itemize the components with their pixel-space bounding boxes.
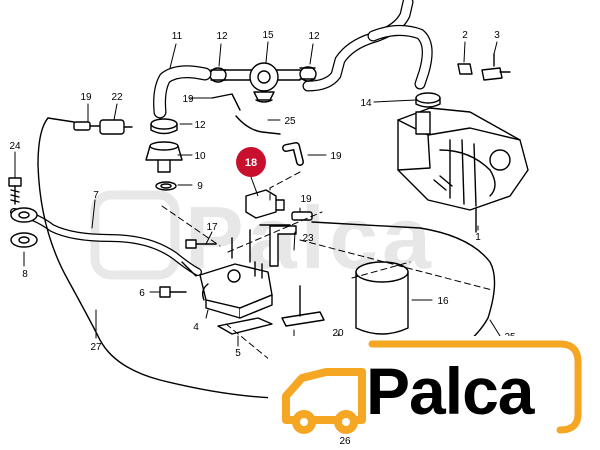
label-part-10: 10 (194, 151, 206, 162)
part-bolt-6 (159, 286, 187, 298)
label-part-17: 17 (206, 222, 218, 233)
label-part-11: 11 (172, 31, 183, 42)
label-part-25-top: 25 (284, 116, 296, 127)
label-part-12-left: 12 (194, 120, 206, 131)
part-sensor-3 (481, 53, 511, 81)
label-part-12-top-left: 12 (216, 31, 228, 42)
part-manifold-4 (199, 261, 273, 319)
part-check-valve-15 (221, 62, 301, 103)
part-bracket-28 (281, 285, 325, 327)
car-icon (282, 368, 366, 434)
logo-frame (368, 340, 582, 434)
label-part-7: 7 (93, 190, 99, 201)
part-solenoid-18 (231, 189, 297, 267)
brand-name: Palca (366, 354, 536, 428)
label-part-3: 3 (494, 30, 500, 41)
part-hose-11 (153, 65, 212, 119)
brand-logo: Palca (268, 336, 584, 436)
label-part-12-top-right: 12 (308, 31, 320, 42)
label-part-14: 14 (360, 98, 372, 109)
highlighted-part-callout[interactable]: 18 (236, 147, 266, 197)
highlight-part-number: 18 (245, 157, 257, 169)
label-part-23: 23 (302, 233, 314, 244)
label-part-19-right: 19 (330, 151, 342, 162)
label-part-20: 20 (332, 328, 344, 339)
label-part-8: 8 (22, 269, 28, 280)
label-part-24: 24 (9, 141, 21, 152)
label-part-26: 26 (339, 436, 351, 447)
part-air-pump-1 (397, 107, 529, 233)
part-gasket-8 (10, 207, 38, 248)
part-filter-22 (73, 119, 133, 135)
part-clamp-12 (209, 66, 317, 83)
label-part-15: 15 (262, 30, 274, 41)
label-part-27: 27 (90, 342, 102, 353)
part-bolt-24 (8, 177, 22, 205)
label-part-19-lower: 19 (300, 194, 312, 205)
part-pipe-7 (10, 208, 202, 277)
part-gasket-5 (217, 317, 273, 335)
label-part-19-mid: 19 (182, 94, 194, 105)
label-part-9: 9 (197, 181, 203, 192)
main-air-hose (302, 0, 433, 92)
label-part-6: 6 (139, 288, 145, 299)
part-clamp-14 (415, 92, 441, 108)
part-line-27 (37, 117, 301, 399)
part-hose-19 (211, 93, 313, 221)
part-valve-stack-10 (145, 118, 183, 191)
label-part-2: 2 (462, 30, 468, 41)
part-canister-16 (355, 261, 409, 353)
part-nut-2 (457, 63, 473, 75)
label-part-1: 1 (475, 232, 481, 243)
label-part-4: 4 (193, 322, 199, 333)
highlight-marker[interactable] (236, 147, 266, 177)
label-part-19-left: 19 (80, 92, 92, 103)
label-part-5: 5 (235, 348, 241, 359)
label-part-22: 22 (111, 92, 123, 103)
label-part-16: 16 (437, 296, 449, 307)
